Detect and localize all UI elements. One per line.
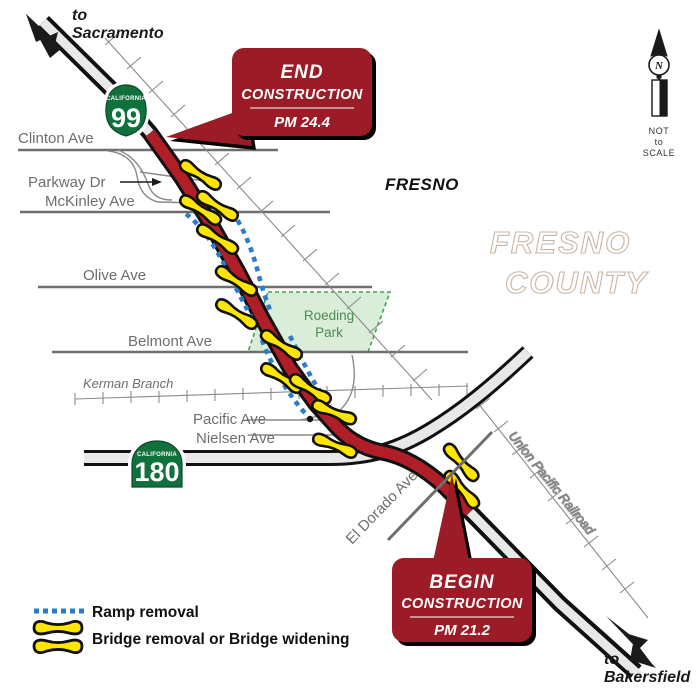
- end-callout-pm: PM 24.4: [274, 114, 331, 131]
- ramp-removal-lower-left: [259, 339, 308, 416]
- street-label-clinton-ave: Clinton Ave: [18, 130, 94, 147]
- el-dorado-ave-line: [386, 430, 494, 542]
- begin-callout-subtitle: CONSTRUCTION: [401, 596, 523, 612]
- to-sacramento-arrow: [26, 14, 62, 58]
- legend-bridge: Bridge removal or Bridge widening: [32, 620, 350, 654]
- street-label-mckinley-ave: McKinley Ave: [45, 193, 135, 210]
- roeding-park-label-line1: Roeding: [304, 308, 354, 323]
- begin-construction-callout[interactable]: BEGIN CONSTRUCTION PM 21.2: [392, 474, 536, 646]
- street-label-pacific-ave: Pacific Ave: [193, 411, 266, 428]
- parkway-dr-leader: [120, 178, 162, 186]
- end-construction-callout[interactable]: END CONSTRUCTION PM 24.4: [166, 48, 376, 150]
- railroad-label-kerman-branch: Kerman Branch: [83, 376, 173, 391]
- legend-yellow-bridge-icon: [32, 620, 84, 654]
- bridge-symbol-parkway-b: [178, 194, 223, 227]
- compass-note-line2: to: [655, 137, 664, 147]
- to-bakersfield-label-line2: Bakersfield: [604, 669, 691, 686]
- route-shield-99[interactable]: CALIFORNIA 99: [102, 81, 150, 141]
- roeding-park-area: Roeding Park: [246, 291, 392, 353]
- to-bakersfield-arrow: [606, 616, 656, 668]
- roeding-park-label-line2: Park: [315, 325, 343, 340]
- legend-ramp-removal: Ramp removal: [34, 604, 199, 621]
- bridge-symbol-belmont-a: [259, 328, 304, 361]
- bridge-symbol-mckinley-b: [195, 223, 240, 256]
- county-label-line1: FRESNO: [490, 225, 631, 260]
- compass-north-letter: N: [654, 60, 664, 72]
- railroad-diagonal-upper: [104, 32, 433, 401]
- street-label-olive-ave: Olive Ave: [83, 267, 146, 284]
- shield-180-number: 180: [134, 457, 179, 487]
- street-label-parkway-dr: Parkway Dr: [28, 174, 106, 191]
- to-bakersfield-label-line1: to: [604, 651, 619, 668]
- bridge-symbol-mckinley-a: [195, 189, 240, 222]
- to-sacramento-label-line1: to: [72, 7, 87, 24]
- bridge-symbol-olive-a: [214, 264, 259, 297]
- compass-rose: N NOT to SCALE: [643, 28, 676, 158]
- shield-180-state-label: CALIFORNIA: [137, 452, 177, 458]
- end-callout-title: END: [280, 62, 323, 83]
- bridge-symbol-nielsen-b: [311, 432, 359, 460]
- begin-callout-pm: PM 21.2: [434, 622, 491, 639]
- shield-99-number: 99: [111, 103, 141, 133]
- bridge-symbol-olive-b: [214, 298, 259, 331]
- route-shield-180[interactable]: CALIFORNIA 180: [128, 436, 186, 491]
- shield-99-state-label: CALIFORNIA: [106, 96, 146, 102]
- bridge-symbol-nielsen-a: [310, 398, 358, 426]
- cross-street-lines: [18, 148, 468, 354]
- begin-callout-title: BEGIN: [429, 572, 494, 593]
- to-sacramento-label-line2: Sacramento: [72, 25, 164, 42]
- street-label-nielsen-ave: Nielsen Ave: [196, 430, 275, 447]
- bridge-symbol-pacific: [288, 372, 333, 405]
- end-callout-subtitle: CONSTRUCTION: [241, 87, 363, 103]
- bridge-symbol-parkway-a: [178, 158, 223, 191]
- compass-note-line3: SCALE: [643, 148, 676, 158]
- route-180-freeway: [84, 346, 534, 466]
- legend-bridge-label: Bridge removal or Bridge widening: [92, 631, 350, 648]
- compass-note-line1: NOT: [649, 126, 670, 136]
- map-legend: Ramp removal Bridge removal or Bridge wi…: [32, 604, 350, 654]
- city-label-fresno: FRESNO: [385, 175, 459, 194]
- street-label-belmont-ave: Belmont Ave: [128, 333, 212, 350]
- legend-ramp-removal-label: Ramp removal: [92, 604, 199, 621]
- ramp-removal-upper-right: [230, 210, 273, 311]
- county-label-line2: COUNTY: [505, 265, 649, 300]
